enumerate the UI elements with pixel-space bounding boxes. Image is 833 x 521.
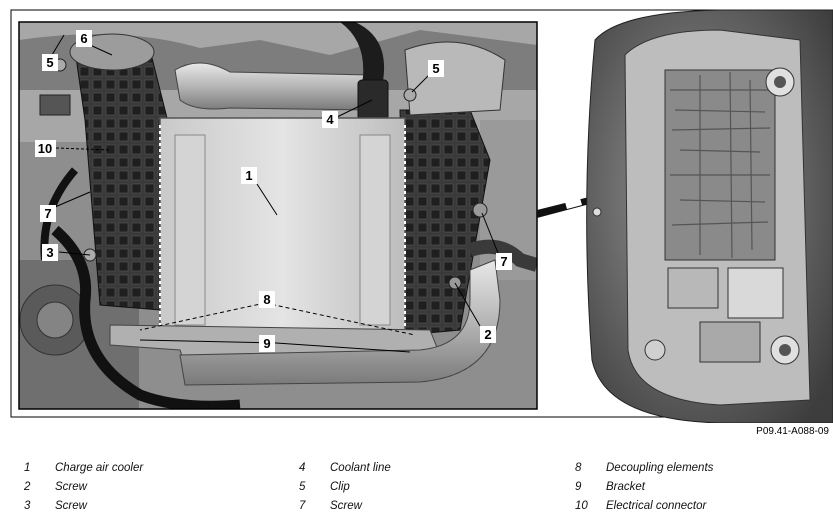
legend-number: 7 — [299, 500, 306, 512]
callout-6: 6 — [80, 31, 87, 46]
leader-lines — [51, 34, 499, 353]
legend-text: Charge air cooler — [55, 462, 144, 474]
callout-4: 4 — [326, 112, 334, 127]
legend-text: Electrical connector — [606, 500, 707, 512]
callout-7-right: 7 — [500, 254, 507, 269]
legend-number: 2 — [24, 481, 31, 493]
legend-text: Screw — [55, 500, 87, 512]
callout-7-left: 7 — [44, 206, 51, 221]
callout-8: 8 — [263, 292, 270, 307]
technical-illustration: 1 2 3 4 5 5 6 7 7 8 9 10 — [10, 9, 833, 423]
legend-number: 8 — [575, 462, 582, 474]
legend-text: Coolant line — [330, 462, 391, 474]
detail-view — [19, 22, 537, 409]
figure-code: P09.41-A088-09 — [756, 426, 829, 437]
callout-1: 1 — [245, 168, 252, 183]
legend: 1 Charge air cooler 2 Screw 3 Screw 4 Co… — [0, 456, 833, 516]
legend-number: 10 — [575, 500, 588, 512]
vehicle-locator-view — [586, 9, 833, 423]
legend-text: Screw — [330, 500, 362, 512]
legend-text: Screw — [55, 481, 87, 493]
callout-10: 10 — [38, 141, 52, 156]
legend-number: 5 — [299, 481, 306, 493]
callout-3: 3 — [46, 245, 53, 260]
callout-5-left: 5 — [46, 55, 53, 70]
legend-number: 1 — [24, 462, 31, 474]
legend-number: 3 — [24, 500, 31, 512]
legend-text: Decoupling elements — [606, 462, 714, 474]
legend-text: Clip — [330, 481, 350, 493]
callout-2: 2 — [484, 327, 491, 342]
callout-5-right: 5 — [432, 61, 439, 76]
legend-text: Bracket — [606, 481, 645, 493]
figure-frame — [10, 9, 833, 418]
legend-number: 4 — [299, 462, 306, 474]
callout-9: 9 — [263, 336, 270, 351]
callouts: 1 2 3 4 5 5 6 7 7 8 9 10 — [35, 30, 512, 352]
legend-number: 9 — [575, 481, 582, 493]
